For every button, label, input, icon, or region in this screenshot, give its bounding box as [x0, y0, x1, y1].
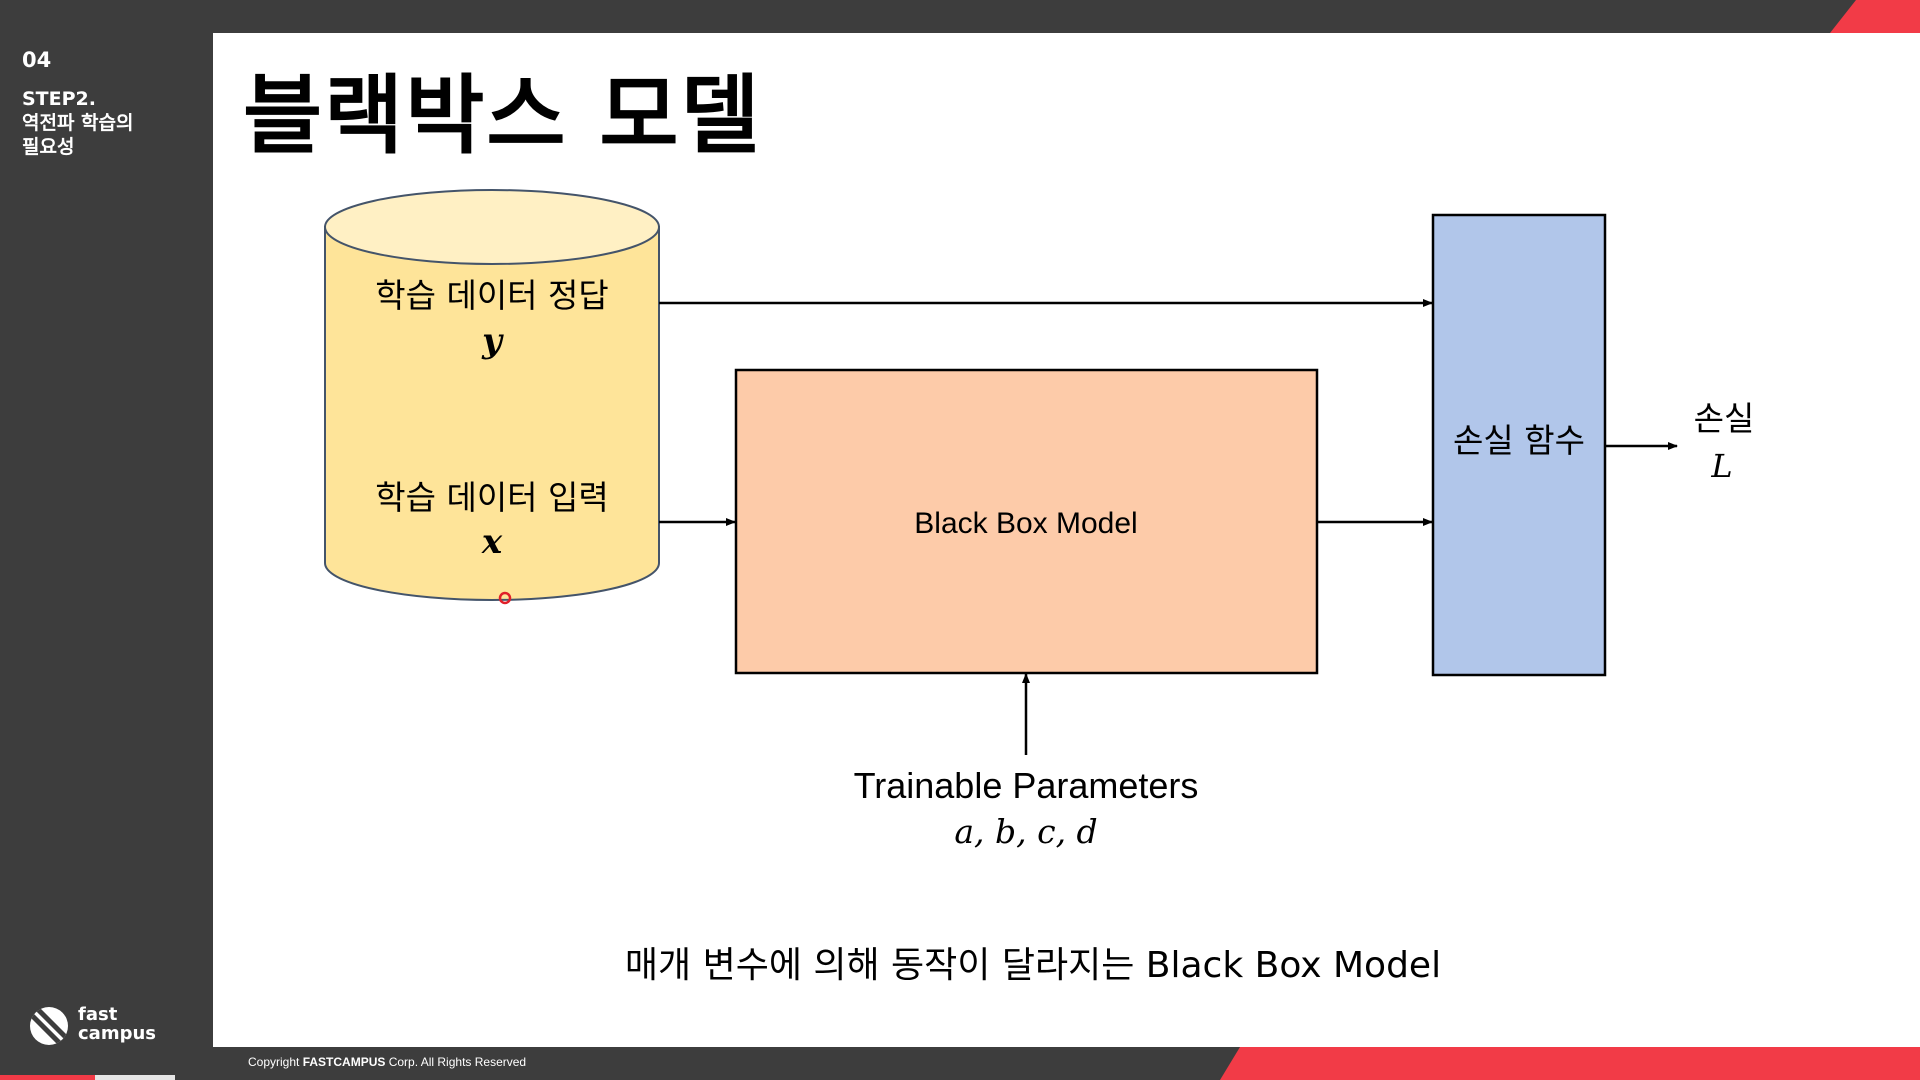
loss-function-box — [1431, 213, 1607, 677]
bottom-left-red-strip — [0, 1075, 95, 1080]
model-label: Black Box Model — [914, 507, 1137, 540]
cylinder-body — [324, 226, 660, 601]
section-title-line: STEP2. — [22, 88, 96, 110]
fastcampus-logo: fast campus — [30, 1003, 170, 1048]
copyright-notice: Copyright FASTCAMPUS Corp. All Rights Re… — [248, 1055, 526, 1069]
loss-function: 손실 함수 — [1431, 213, 1607, 677]
loss-label: 손실 — [1694, 399, 1755, 438]
logo-text: fast campus — [78, 1005, 156, 1043]
params-vars: a, b, c, d — [954, 812, 1097, 851]
logo-mark-icon — [30, 1007, 68, 1045]
top-bar — [0, 0, 1920, 33]
cylinder-top — [324, 189, 660, 265]
section-number: 04 — [22, 48, 52, 72]
loss-var: L — [1710, 447, 1732, 485]
page-title: 블랙박스 모델 — [243, 66, 762, 166]
section-title: STEP2. 역전파 학습의 필요성 — [22, 87, 207, 159]
label-input-data: 학습 데이터 입력 — [375, 478, 609, 517]
slide-caption: 매개 변수에 의해 동작이 달라지는 Black Box Model — [624, 945, 1442, 986]
copyright-suffix: Corp. All Rights Reserved — [385, 1055, 527, 1069]
bottom-accent-stripe — [1220, 1047, 1920, 1080]
params-label: Trainable Parameters — [854, 765, 1199, 806]
section-title-line: 필요성 — [22, 136, 75, 158]
logo-text-line: campus — [78, 1023, 156, 1044]
var-x: x — [481, 522, 503, 562]
section-title-line: 역전파 학습의 — [22, 112, 134, 134]
slide-content: 블랙박스 모델 학습 데이터 정답 y 학습 데이터 입력 x Black Bo… — [213, 33, 1920, 1047]
logo-text-line: fast — [78, 1004, 118, 1025]
sidebar: 04 STEP2. 역전파 학습의 필요성 fast campus — [0, 0, 213, 1080]
black-box-model: Black Box Model — [734, 368, 1319, 675]
black-box-diagram: 학습 데이터 정답 y 학습 데이터 입력 x Black Box Model … — [324, 189, 1755, 851]
var-y: y — [481, 321, 504, 361]
loss-function-label: 손실 함수 — [1453, 421, 1585, 460]
model-box — [734, 368, 1319, 675]
copyright-brand: FASTCAMPUS — [302, 1055, 386, 1069]
label-target-data: 학습 데이터 정답 — [375, 276, 609, 315]
bottom-left-light-strip — [95, 1075, 175, 1080]
pointer-cursor-icon — [498, 591, 512, 605]
copyright-prefix: Copyright — [248, 1055, 303, 1069]
training-data-cylinder: 학습 데이터 정답 y 학습 데이터 입력 x — [324, 189, 660, 601]
